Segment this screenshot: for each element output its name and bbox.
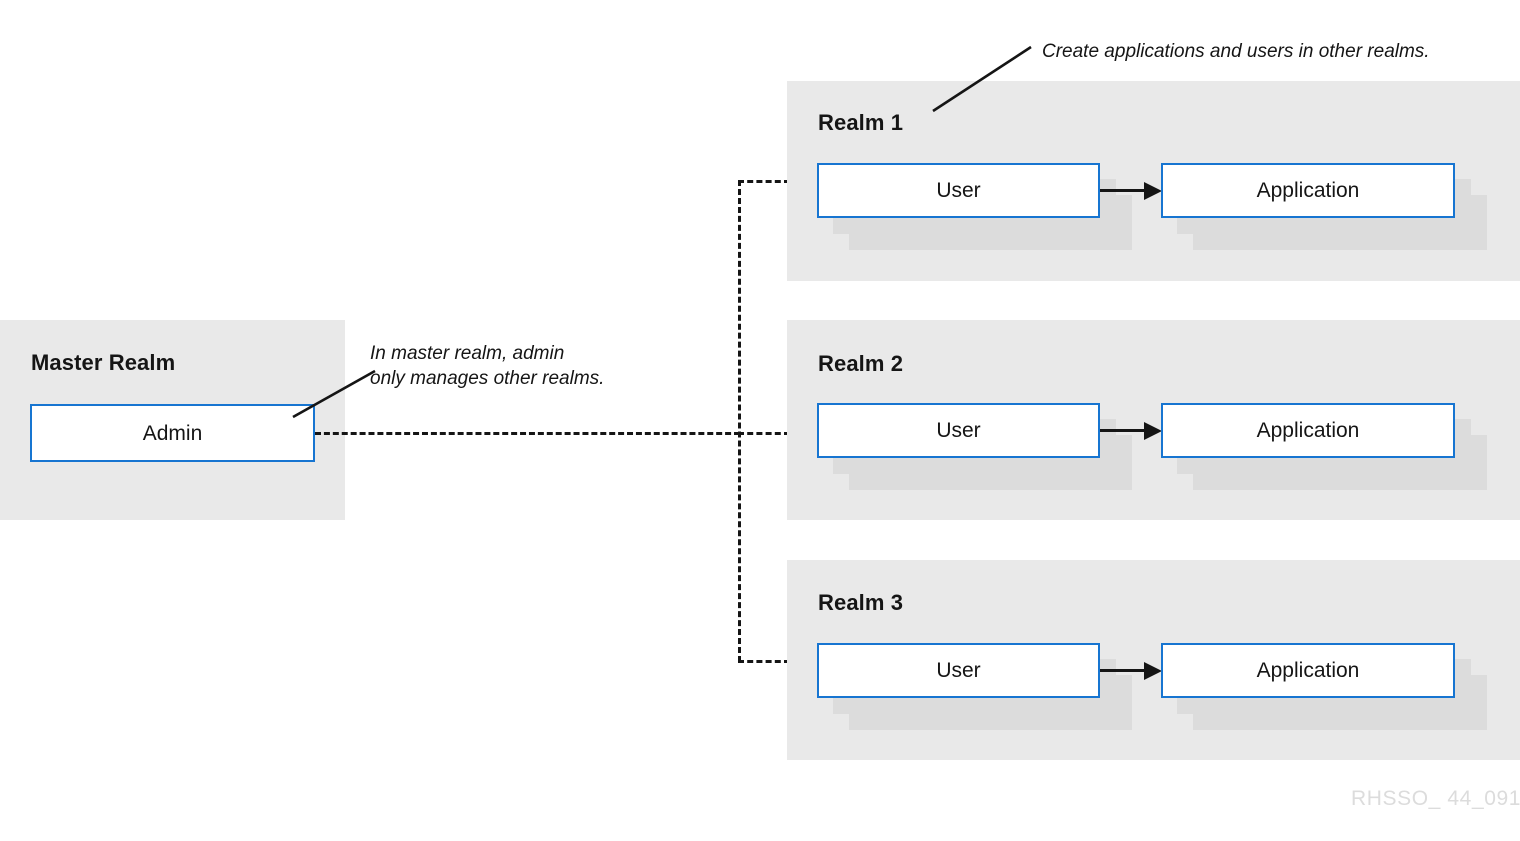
realm-3-application-node-label: Application (1256, 659, 1360, 682)
realm-2-user-node-label: User (936, 419, 981, 442)
dashed-connector-realm-3 (738, 660, 790, 663)
dashed-connector-realm-1 (738, 180, 790, 183)
realm-3-title: Realm 3 (818, 590, 904, 615)
realm-2-arrow (1100, 422, 1162, 440)
master-annotation-leader-line (292, 369, 376, 419)
dashed-connector-admin (315, 432, 740, 435)
dashed-connector-trunk (738, 180, 741, 662)
realm-1-application-node-face: Application (1161, 163, 1455, 218)
realm-3-user-node-face: User (817, 643, 1100, 698)
realms-annotation-leader-line (932, 45, 1032, 113)
realm-1-user-node[interactable]: User (817, 163, 1132, 250)
master-realm-title: Master Realm (31, 350, 176, 375)
realm-1-title: Realm 1 (818, 110, 904, 135)
realms-annotation-text: Create applications and users in other r… (1042, 41, 1430, 62)
realm-1-application-node[interactable]: Application (1161, 163, 1487, 250)
realm-3-arrow (1100, 662, 1162, 680)
admin-node-face: Admin (30, 404, 315, 462)
realm-1-arrow (1100, 182, 1162, 200)
realm-2-application-node[interactable]: Application (1161, 403, 1487, 490)
admin-node-label: Admin (142, 421, 203, 445)
realm-3-application-node-face: Application (1161, 643, 1455, 698)
master-annotation-text: In master realm, admin only manages othe… (370, 343, 605, 389)
realm-1-application-node-label: Application (1256, 179, 1360, 202)
realm-3-user-node-label: User (936, 659, 981, 682)
realm-1-user-node-face: User (817, 163, 1100, 218)
realm-2-title: Realm 2 (818, 351, 904, 376)
realm-2-application-node-label: Application (1256, 419, 1360, 442)
realm-2-application-node-face: Application (1161, 403, 1455, 458)
realm-2-user-node[interactable]: User (817, 403, 1132, 490)
realm-1-user-node-label: User (936, 179, 981, 202)
realm-2-user-node-face: User (817, 403, 1100, 458)
watermark-label: RHSSO_ 44_0919 (1351, 787, 1520, 810)
realm-3-application-node[interactable]: Application (1161, 643, 1487, 730)
realm-3-user-node[interactable]: User (817, 643, 1132, 730)
dashed-connector-realm-2 (738, 432, 790, 435)
admin-node[interactable]: Admin (30, 404, 315, 462)
